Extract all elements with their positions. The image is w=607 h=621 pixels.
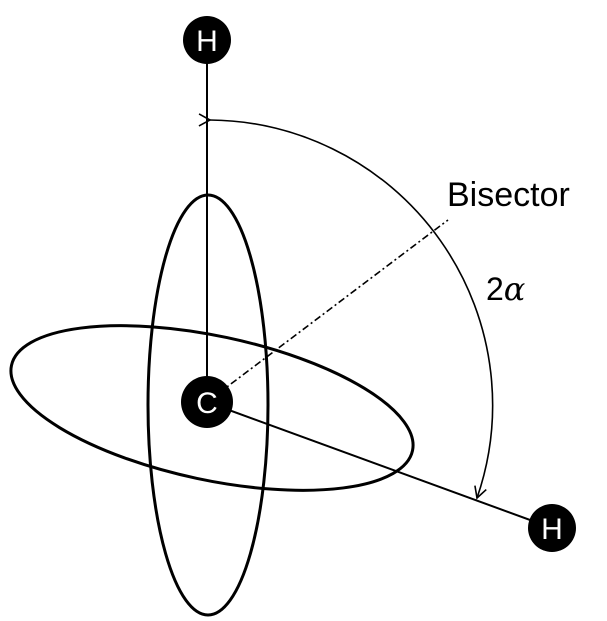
hydrogen-top-label: H bbox=[196, 25, 218, 58]
carbon-label: C bbox=[196, 387, 218, 420]
angle-symbol: α bbox=[504, 270, 526, 308]
hydrogen-atom-top: H bbox=[183, 16, 231, 64]
bisector-line bbox=[206, 219, 449, 403]
hydrogen-atom-right: H bbox=[528, 504, 576, 552]
hydrogen-right-label: H bbox=[541, 513, 563, 546]
carbon-atom: C bbox=[181, 376, 233, 428]
angle-prefix: 2 bbox=[486, 271, 504, 307]
angle-label: 2α bbox=[486, 270, 525, 308]
bisector-label: Bisector bbox=[447, 176, 570, 214]
bond-c-h-right bbox=[206, 401, 553, 529]
angle-arc bbox=[198, 113, 494, 500]
